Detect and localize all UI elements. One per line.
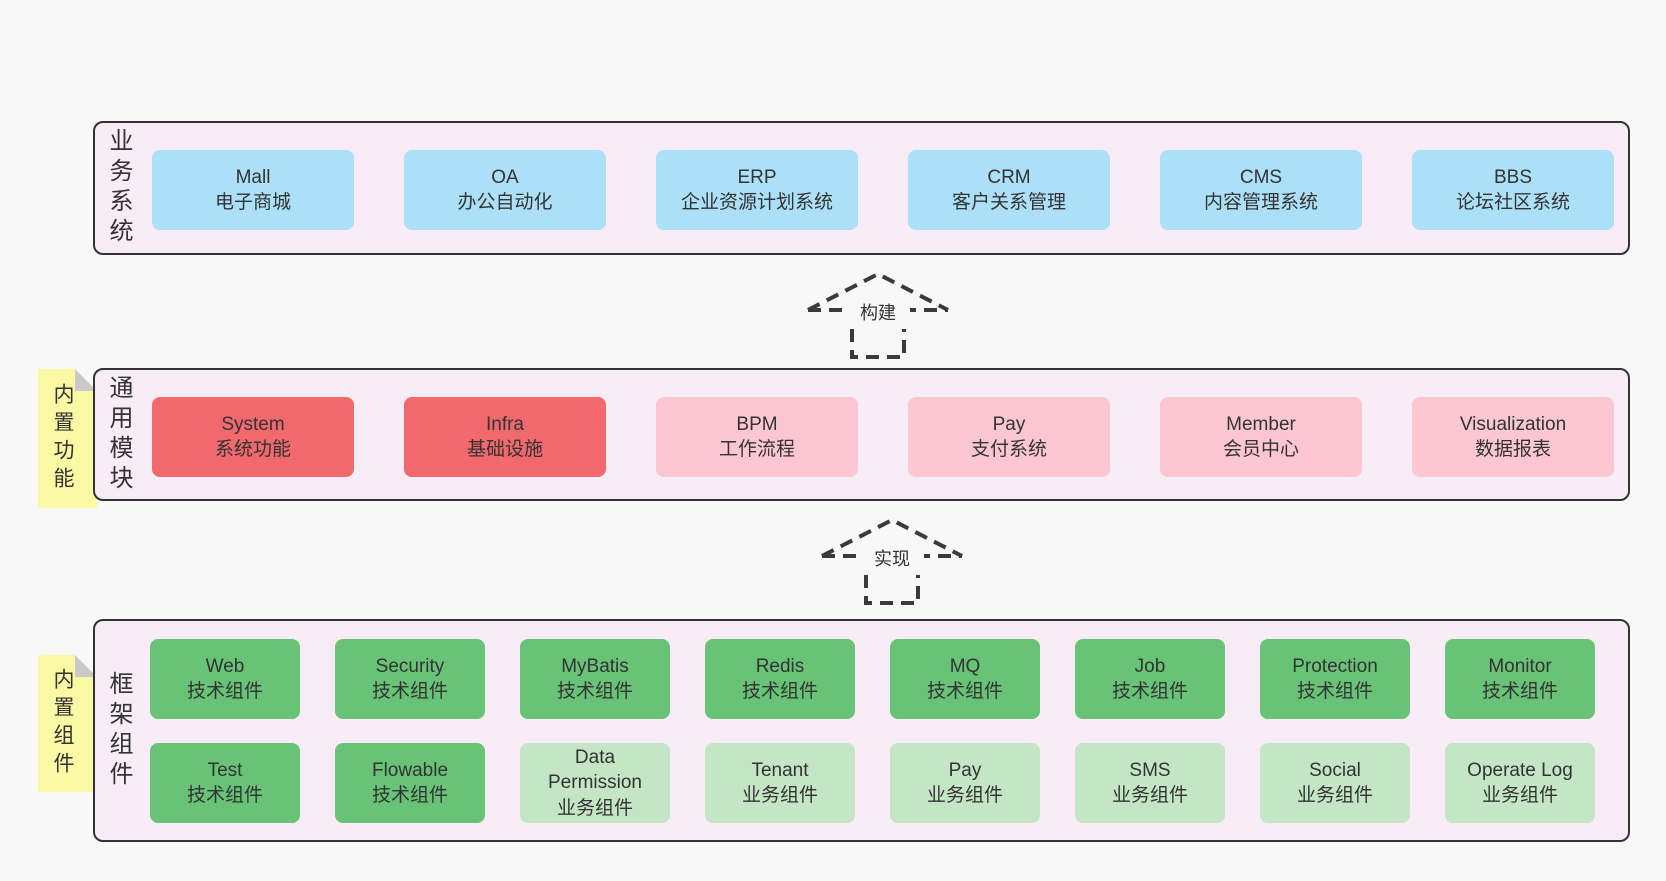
box-mall: Mall 电子商城 <box>152 150 354 230</box>
box-pay: Pay 支付系统 <box>908 397 1110 477</box>
box-title: Redis <box>755 655 805 677</box>
section-label: 通用模块 <box>105 374 132 495</box>
box-operate-log: Operate Log 业务组件 <box>1445 743 1595 823</box>
box-title: Pay <box>992 413 1026 435</box>
box-subtitle: 支付系统 <box>970 439 1047 460</box>
box-subtitle: 业务组件 <box>741 785 818 806</box>
box-oa: OA 办公自动化 <box>404 150 606 230</box>
box-title: Web <box>205 655 245 677</box>
box-title: CRM <box>987 166 1031 188</box>
box-subtitle: 企业资源计划系统 <box>680 192 833 213</box>
box-title: BBS <box>1493 166 1533 188</box>
box-title: Social <box>1309 759 1361 781</box>
box-title: OA <box>491 166 519 188</box>
box-sms: SMS 业务组件 <box>1075 743 1225 823</box>
box-title: Protection <box>1292 655 1378 677</box>
box-title: MQ <box>949 655 981 677</box>
box-title: Test <box>207 759 243 781</box>
box-subtitle: 论坛社区系统 <box>1455 192 1570 213</box>
box-title: BPM <box>736 413 778 435</box>
box-subtitle: 技术组件 <box>186 681 263 702</box>
box-security: Security 技术组件 <box>335 639 485 719</box>
box-bpm: BPM 工作流程 <box>656 397 858 477</box>
box-title: Monitor <box>1488 655 1552 677</box>
box-protection: Protection 技术组件 <box>1260 639 1410 719</box>
arrow-label: 实现 <box>874 549 910 569</box>
box-title: Operate Log <box>1467 759 1573 781</box>
box-subtitle: 技术组件 <box>926 681 1003 702</box>
box-mybatis: MyBatis 技术组件 <box>520 639 670 719</box>
sticky-note-builtin-components: 内置组件 <box>38 655 97 792</box>
box-subtitle: 业务组件 <box>556 797 633 819</box>
box-subtitle: 技术组件 <box>1296 681 1373 702</box>
up-arrow-implement-icon: 实现 <box>821 517 963 605</box>
box-subtitle: 技术组件 <box>741 681 818 702</box>
panel-common-modules: 通用模块 System 系统功能 Infra 基础设施 BPM 工作流程 Pay… <box>93 368 1630 501</box>
box-title: ERP <box>737 166 777 188</box>
box-title: CMS <box>1239 166 1283 188</box>
box-subtitle: 技术组件 <box>371 681 448 702</box>
box-title: Job <box>1134 655 1166 677</box>
box-subtitle: 系统功能 <box>214 439 291 460</box>
box-web: Web 技术组件 <box>150 639 300 719</box>
arrow-label: 构建 <box>860 303 896 323</box>
box-subtitle: 技术组件 <box>1481 681 1558 702</box>
box-title: Data Permission <box>548 747 642 794</box>
box-subtitle: 业务组件 <box>1296 785 1373 806</box>
box-monitor: Monitor 技术组件 <box>1445 639 1595 719</box>
box-bbs: BBS 论坛社区系统 <box>1412 150 1614 230</box>
box-social: Social 业务组件 <box>1260 743 1410 823</box>
box-mq: MQ 技术组件 <box>890 639 1040 719</box>
box-title: Security <box>375 655 445 677</box>
box-flowable: Flowable 技术组件 <box>335 743 485 823</box>
panel-business-systems: 业务系统 Mall 电子商城 OA 办公自动化 ERP 企业资源计划系统 CRM… <box>93 121 1630 255</box>
box-title: MyBatis <box>561 655 629 677</box>
box-title: Pay <box>948 759 982 781</box>
box-subtitle: 基础设施 <box>466 439 543 460</box>
box-subtitle: 技术组件 <box>371 785 448 806</box>
box-redis: Redis 技术组件 <box>705 639 855 719</box>
box-infra: Infra 基础设施 <box>404 397 606 477</box>
box-title: SMS <box>1129 759 1171 781</box>
box-title: Member <box>1226 413 1296 435</box>
up-arrow-build-icon: 构建 <box>807 271 949 359</box>
panel-framework-components: 框架组件 Web 技术组件 Security 技术组件 MyBatis 技术组件… <box>93 619 1630 842</box>
box-title: Tenant <box>751 759 809 781</box>
box-subtitle: 业务组件 <box>1481 785 1558 806</box>
box-subtitle: 工作流程 <box>718 439 795 460</box>
box-system: System 系统功能 <box>152 397 354 477</box>
box-subtitle: 办公自动化 <box>457 192 553 213</box>
note-label: 内置功能 <box>51 382 74 495</box>
box-subtitle: 业务组件 <box>1111 785 1188 806</box>
box-title: Mall <box>235 166 271 188</box>
box-visualization: Visualization 数据报表 <box>1412 397 1614 477</box>
box-subtitle: 内容管理系统 <box>1203 192 1318 213</box>
box-title: Flowable <box>371 759 449 781</box>
box-subtitle: 客户关系管理 <box>951 192 1066 213</box>
box-title: Visualization <box>1459 413 1567 435</box>
box-crm: CRM 客户关系管理 <box>908 150 1110 230</box>
box-subtitle: 会员中心 <box>1222 439 1299 460</box>
box-cms: CMS 内容管理系统 <box>1160 150 1362 230</box>
sticky-note-builtin-features: 内置功能 <box>38 369 97 508</box>
box-data-permission: Data Permission 业务组件 <box>520 743 670 823</box>
section-label: 框架组件 <box>105 670 132 791</box>
box-subtitle: 技术组件 <box>556 681 633 702</box>
note-label: 内置组件 <box>51 667 74 780</box>
box-subtitle: 业务组件 <box>926 785 1003 806</box>
box-member: Member 会员中心 <box>1160 397 1362 477</box>
box-pay-biz: Pay 业务组件 <box>890 743 1040 823</box>
box-subtitle: 技术组件 <box>186 785 263 806</box>
section-label: 业务系统 <box>105 128 132 248</box>
box-title: Infra <box>485 413 525 435</box>
box-subtitle: 技术组件 <box>1111 681 1188 702</box>
box-job: Job 技术组件 <box>1075 639 1225 719</box>
box-tenant: Tenant 业务组件 <box>705 743 855 823</box>
box-erp: ERP 企业资源计划系统 <box>656 150 858 230</box>
box-test: Test 技术组件 <box>150 743 300 823</box>
box-title: System <box>221 413 285 435</box>
box-subtitle: 电子商城 <box>214 192 291 213</box>
box-subtitle: 数据报表 <box>1474 439 1551 460</box>
